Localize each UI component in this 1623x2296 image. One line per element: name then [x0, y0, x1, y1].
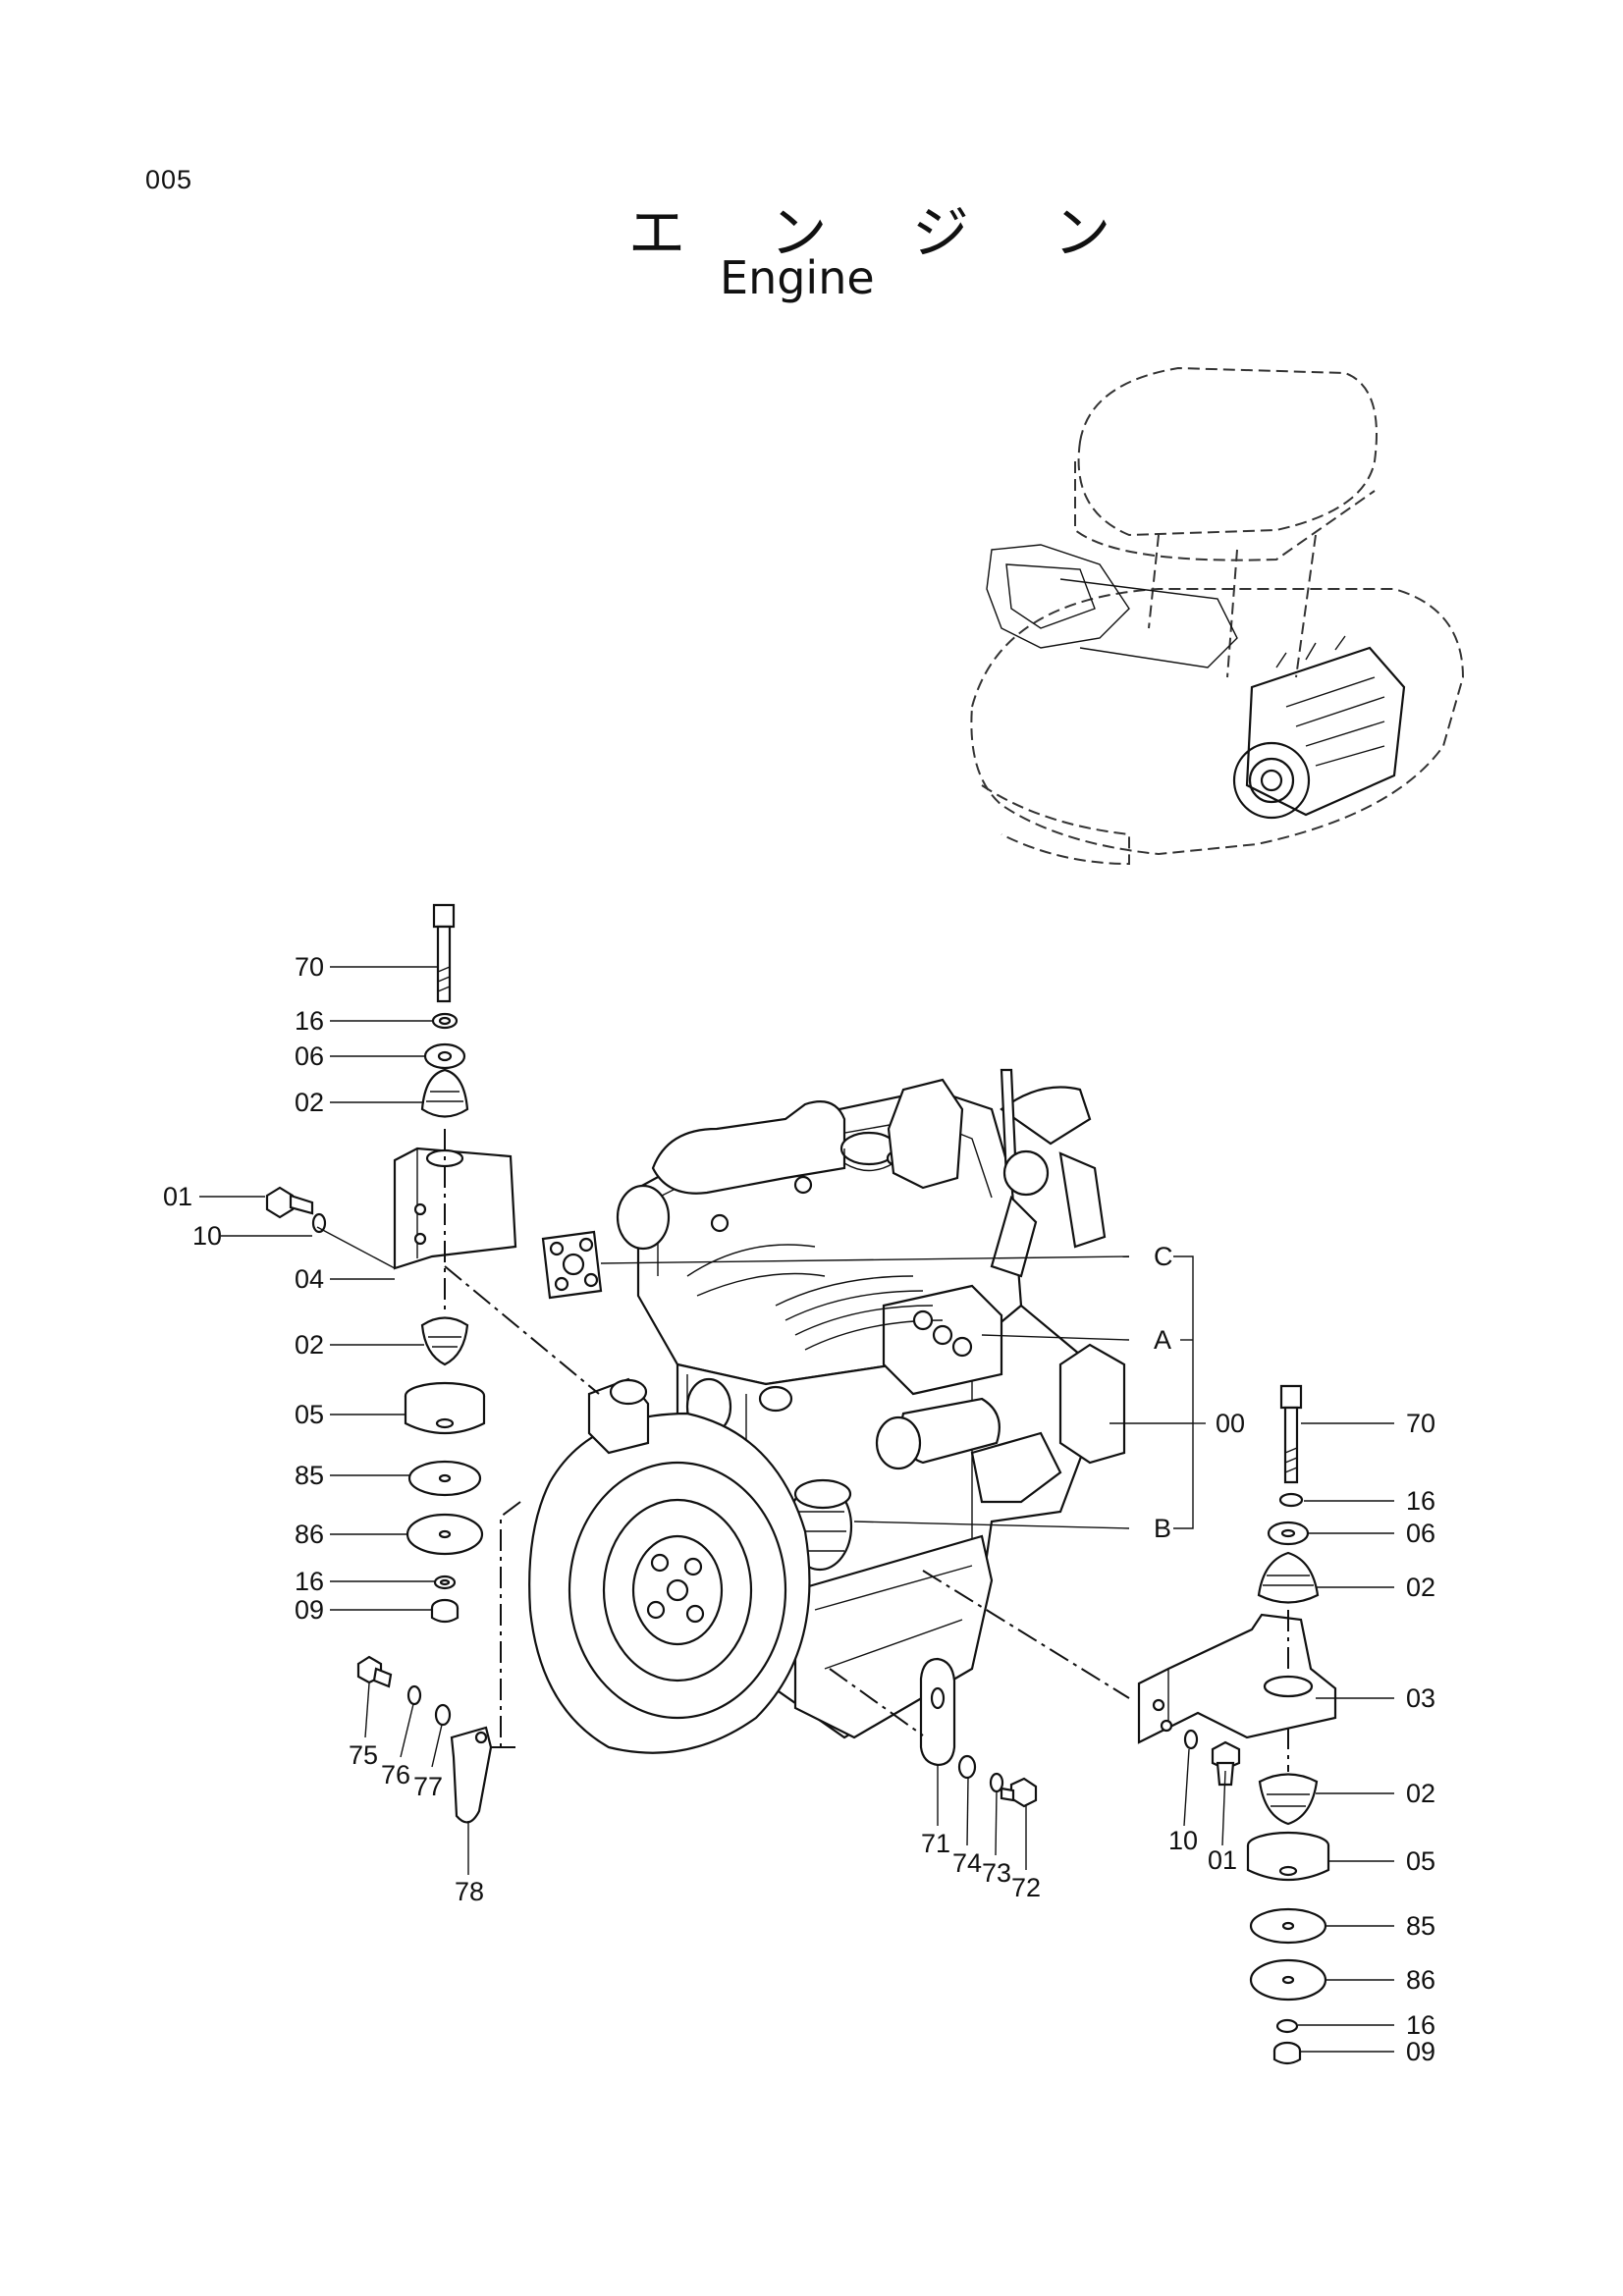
callout-left-16a: 16: [295, 1006, 324, 1036]
callout-bottom-78: 78: [455, 1877, 484, 1906]
page-code: 005: [145, 165, 193, 194]
bottom-small-parts: [356, 1655, 1038, 1824]
callout-left-70: 70: [295, 952, 324, 982]
callout-left-02b: 02: [295, 1330, 324, 1360]
callout-left-10: 10: [192, 1221, 222, 1251]
callout-bottom-71: 71: [921, 1829, 950, 1858]
callout-labels: 70 16 06 02 01 10 04 02 05 85 86 16 09 C…: [163, 952, 1435, 2066]
engine-assembly: [528, 1068, 1126, 1754]
callout-c: C: [1154, 1242, 1173, 1271]
callout-right-70: 70: [1406, 1409, 1435, 1438]
right-mount-stack: [1137, 1384, 1337, 2065]
callout-bottom-74: 74: [952, 1848, 982, 1878]
inset-engine: [1232, 635, 1406, 820]
title-english: Engine: [720, 251, 875, 304]
callout-left-85: 85: [295, 1461, 324, 1490]
callout-right-86: 86: [1406, 1965, 1435, 1995]
callout-bottom-75: 75: [349, 1740, 378, 1770]
callout-right-02a: 02: [1406, 1573, 1435, 1602]
callout-right-02b: 02: [1406, 1779, 1435, 1808]
callout-bottom-72: 72: [1011, 1873, 1041, 1902]
callout-right-10: 10: [1168, 1826, 1198, 1855]
machine-locator-inset: [970, 366, 1465, 866]
callout-bottom-73: 73: [982, 1858, 1011, 1888]
callout-right-01: 01: [1208, 1845, 1237, 1875]
callout-assy-00: 00: [1216, 1409, 1245, 1438]
callout-right-05: 05: [1406, 1846, 1435, 1876]
callout-bottom-76: 76: [381, 1760, 410, 1789]
callout-bottom-77: 77: [413, 1772, 443, 1801]
bolt-70-head: [432, 903, 456, 929]
callout-a: A: [1154, 1325, 1171, 1355]
left-mount-stack: [265, 903, 517, 1624]
callout-b: B: [1154, 1514, 1171, 1543]
callout-right-85: 85: [1406, 1911, 1435, 1941]
callout-right-03: 03: [1406, 1683, 1435, 1713]
callout-left-16b: 16: [295, 1567, 324, 1596]
callout-right-16a: 16: [1406, 1486, 1435, 1516]
callout-left-04: 04: [295, 1264, 324, 1294]
assembly-centerlines: [444, 1129, 1289, 1772]
callout-left-86: 86: [295, 1520, 324, 1549]
callout-right-06: 06: [1406, 1519, 1435, 1548]
leader-lines: [199, 966, 1394, 2053]
callout-left-09: 09: [295, 1595, 324, 1625]
title-japanese: エ ン ジ ン: [628, 199, 1145, 266]
callout-left-02a: 02: [295, 1088, 324, 1117]
callout-right-09: 09: [1406, 2037, 1435, 2066]
callout-left-05: 05: [295, 1400, 324, 1429]
callout-left-01: 01: [163, 1182, 192, 1211]
callout-left-06: 06: [295, 1041, 324, 1071]
callout-right-16b: 16: [1406, 2010, 1435, 2040]
